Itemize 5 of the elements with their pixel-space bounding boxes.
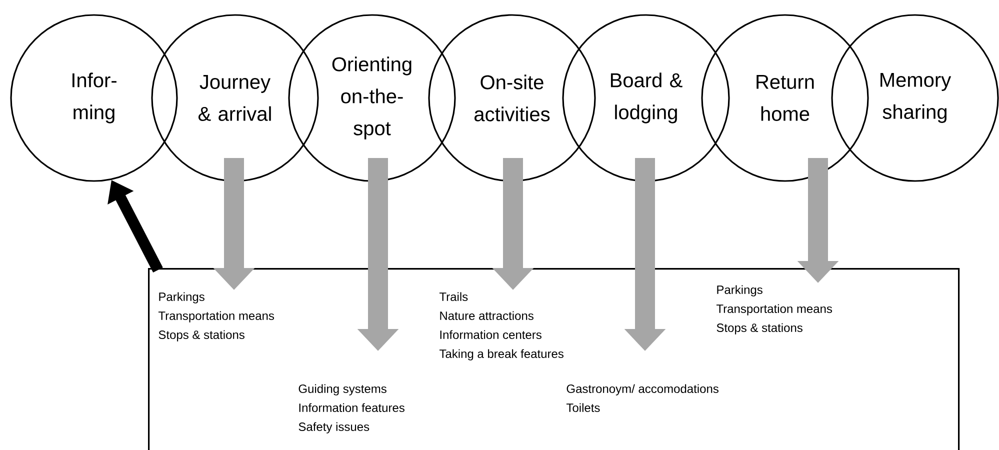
text-list: Parkings Transportation means Stops & stations	[158, 292, 274, 342]
text-list: Gastronoym/ accomodations Toilets	[566, 384, 718, 412]
text-list: Parkings Transportation means Stops & stations	[716, 285, 832, 334]
text-list: Trails Nature attractions Information centers Taking a break features	[439, 292, 564, 360]
text-list: Guiding systems Information features Safety issues	[298, 384, 404, 434]
